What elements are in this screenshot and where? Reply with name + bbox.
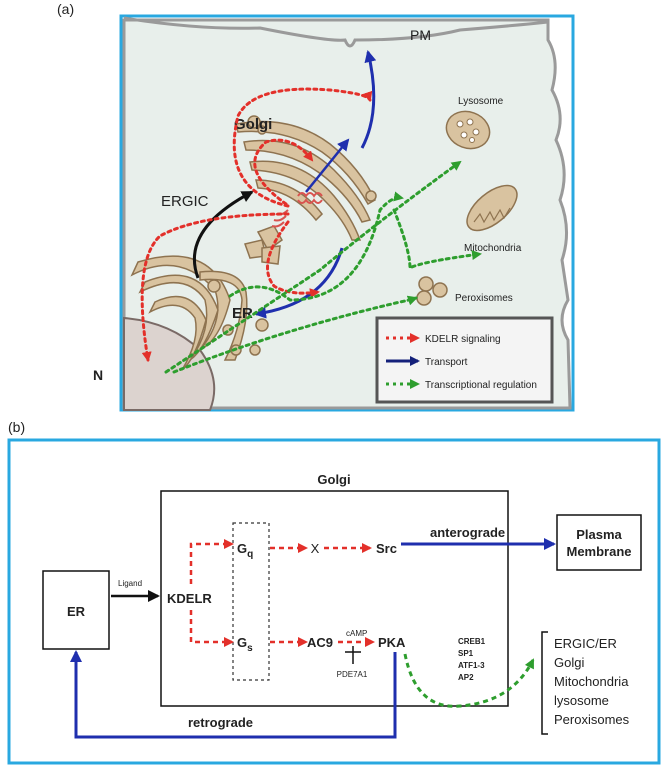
ergic-label: ERGIC	[161, 193, 209, 210]
target-item: Peroxisomes	[554, 712, 630, 727]
nucleus-label: N	[93, 367, 103, 383]
gq-label: Gq	[237, 541, 253, 560]
panel-b-frame	[7, 438, 661, 765]
target-item: ERGIC/ER	[554, 636, 617, 651]
pm-box-line1: Plasma	[576, 527, 622, 542]
pde-label: PDE7A1	[337, 670, 368, 679]
peroxisomes	[416, 276, 448, 306]
golgi-organelle	[235, 115, 377, 241]
er-box-label: ER	[67, 604, 86, 619]
plasma-membrane	[123, 16, 549, 48]
kdelr-signaling-arrows	[140, 87, 373, 362]
retrograde-label: retrograde	[188, 715, 253, 730]
mitochondria-label: Mitochondria	[464, 243, 522, 254]
golgi-to-pm-arrow	[360, 50, 377, 149]
kdelr-pathway-arrows	[189, 539, 375, 647]
er-box	[42, 570, 110, 650]
targets-bracket	[541, 631, 548, 735]
lysosome-label: Lysosome	[458, 96, 504, 107]
legend-transcriptional: Transcriptional regulation	[425, 380, 537, 391]
ergic-vesicles	[244, 225, 283, 265]
target-list: ERGIC/ER Golgi Mitochondria lysosome Per…	[554, 636, 630, 727]
golgi-box	[160, 490, 509, 707]
panel-b-label: (b)	[8, 419, 25, 435]
mitochondria	[466, 184, 518, 232]
peroxisomes-label: Peroxisomes	[455, 293, 513, 304]
er-label: ER	[232, 305, 253, 322]
src-label: Src	[376, 541, 397, 556]
tf-item: SP1	[458, 649, 474, 658]
golgi-box-title: Golgi	[317, 472, 350, 487]
plasma-membrane-box	[556, 514, 642, 571]
lysosome	[445, 110, 491, 150]
pka-label: PKA	[378, 635, 406, 650]
gs-label: Gs	[237, 635, 253, 654]
camp-label: cAMP	[346, 629, 367, 638]
golgi-label: Golgi	[234, 116, 272, 133]
transcription-arrow	[403, 653, 535, 708]
target-item: Golgi	[554, 655, 584, 670]
tf-item: CREB1	[458, 637, 486, 646]
x-mark: X	[311, 541, 320, 556]
tf-item: ATF1-3	[458, 661, 485, 670]
ac9-label: AC9	[307, 635, 333, 650]
pde-inhibition	[345, 646, 361, 664]
pm-label: PM	[410, 27, 431, 43]
g-protein-box	[232, 522, 270, 681]
retrograde-arrow	[70, 650, 397, 739]
panel-a-legend: KDELR signaling Transport Transcriptiona…	[375, 316, 554, 404]
ligand-label: Ligand	[118, 579, 142, 588]
pm-box-line2: Membrane	[566, 544, 631, 559]
legend-transport: Transport	[425, 357, 468, 368]
golgi-internal-arrow	[305, 138, 350, 193]
tf-item: AP2	[458, 673, 474, 682]
kdelr-label: KDELR	[167, 591, 212, 606]
panel-a-label: (a)	[57, 1, 74, 17]
target-item: Mitochondria	[554, 674, 629, 689]
legend-kdelr: KDELR signaling	[425, 334, 501, 345]
target-item: lysosome	[554, 693, 609, 708]
transcription-factors: CREB1 SP1 ATF1-3 AP2	[458, 637, 486, 682]
anterograde-label: anterograde	[430, 525, 505, 540]
ergic-to-golgi-arrow	[193, 190, 254, 279]
transcription-arrows	[164, 160, 482, 374]
